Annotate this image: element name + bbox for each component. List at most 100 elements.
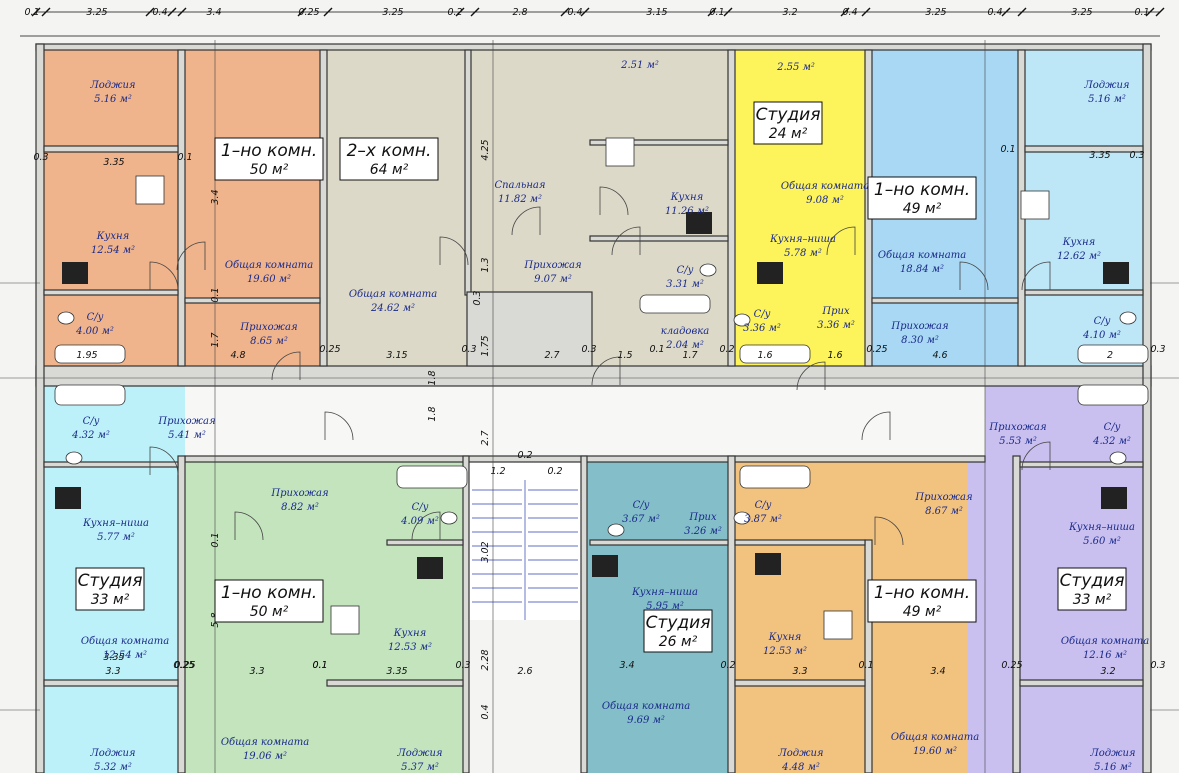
inner-dimension: 3.15 [386,350,407,361]
dim-tick [41,7,51,17]
bathtub [54,384,126,406]
inner-dimension: 0.2 [719,344,734,355]
fill-apt3-yellow [732,48,867,368]
room-name: С/у [87,312,104,323]
apartment-label-box [214,579,324,623]
door-swing [1021,441,1051,471]
room-area: 3.36 м² [817,320,855,331]
room-name: Общая комната [221,737,309,748]
top-dimension: 3.25 [382,7,403,18]
dining-table [1020,190,1050,220]
room-area: 2.55 м² [776,62,815,73]
room-name: Лоджия [1089,748,1135,759]
wall-h10 [43,461,179,468]
inner-dimension: 0.25 [173,660,194,671]
wall-h4 [1019,679,1144,687]
room-name: Кухня–ниша [769,234,836,245]
room-name: Кухня [768,632,801,643]
room-area: 5.78 м² [784,248,822,259]
apartment-label-box [753,101,823,145]
inner-dimension: 2.28 [480,649,491,670]
room-name: кладовка [661,326,709,337]
apartment-title: Студия [756,105,821,125]
apartment-label-box [643,609,713,653]
door-swing [411,511,441,541]
wall-h7 [589,139,729,146]
top-dimension: 0.4 [842,7,857,18]
dim-tick [177,7,187,17]
room-name: С/у [83,416,100,427]
room-name: С/у [755,500,772,511]
elevator-shaft [466,291,593,367]
room-area: 5.95 м² [646,601,684,612]
inner-dimension: 1.2 [490,466,505,477]
bathtub [639,294,711,314]
room-area: 4.32 м² [1092,436,1131,447]
door-swing [796,361,826,391]
inner-dimension: 0.1 [312,660,327,671]
inner-dimension: 3.3 [249,666,264,677]
door-swing [611,226,641,256]
apartment-title: 2–х комн. [347,141,432,161]
dim-tick [1145,7,1155,17]
apartment-label-box [1057,567,1127,611]
stove [55,487,81,509]
room-area: 5.37 м² [401,762,439,773]
inner-dimension: 3.35 [386,666,407,677]
dim-tick [840,7,850,17]
room-area: 12.54 м² [91,245,135,256]
room-name: Спальная [494,180,545,191]
dim-tick [707,7,717,17]
room-name: Лоджия [89,80,135,91]
inner-dimension: 0.25 [866,344,887,355]
room-area: 19.60 м² [913,746,957,757]
bathtub [1077,384,1149,406]
inner-dimension: 0.3 [33,152,48,163]
inner-dimension: 0.3 [461,344,476,355]
door-swing [271,351,301,381]
wall-v10 [727,455,736,773]
room-name: Кухня [393,628,426,639]
room-name: С/у [1094,316,1111,327]
inner-dimension: 3.4 [930,666,945,677]
apartment-title: 1–но комн. [221,583,317,603]
inner-dimension: 0.1 [1000,144,1015,155]
dim-tick [145,7,155,17]
inner-dimension: 0.1 [312,660,327,671]
fill-corridor [185,385,985,460]
inner-dimension: 0.1 [649,344,664,355]
top-dimension: 3.15 [646,7,667,18]
inner-dimension: 3.02 [480,541,491,562]
inner-dimension: 0.2 [547,466,562,477]
wall-h3 [43,679,179,687]
room-name: Прих [688,512,717,523]
wall-h12 [871,297,1019,304]
top-dimension: 0.4 [987,7,1002,18]
apartment-area: 50 м² [250,604,289,620]
room-name: Кухня [96,231,129,242]
wall-h6 [734,679,866,687]
inner-dimension: 0.3 [472,290,483,305]
inner-dimension: 0.2 [517,450,532,461]
inner-dimension: 1.6 [827,350,842,361]
room-area: 3.31 м² [666,279,704,290]
room-name: Кухня [1062,237,1095,248]
room-area: 5.32 м² [94,762,132,773]
inner-dimension: 4.6 [932,350,947,361]
room-name: Общая комната [81,636,169,647]
bathtub [1077,344,1149,364]
door-swing [959,261,989,291]
room-name: Прих [821,306,850,317]
room-area: 4.32 м² [71,430,110,441]
dim-tick [323,7,333,17]
door-swing [511,206,541,236]
inner-dimension: 3.35 [103,652,124,663]
wall-h9 [1024,289,1144,296]
door-swing [599,186,629,216]
room-area: 8.30 м² [901,335,939,346]
dim-tick [1017,7,1027,17]
top-dimension: 3.25 [86,7,107,18]
bathtub [54,344,126,364]
apartment-area: 24 м² [769,126,808,142]
dining-table [605,137,635,167]
